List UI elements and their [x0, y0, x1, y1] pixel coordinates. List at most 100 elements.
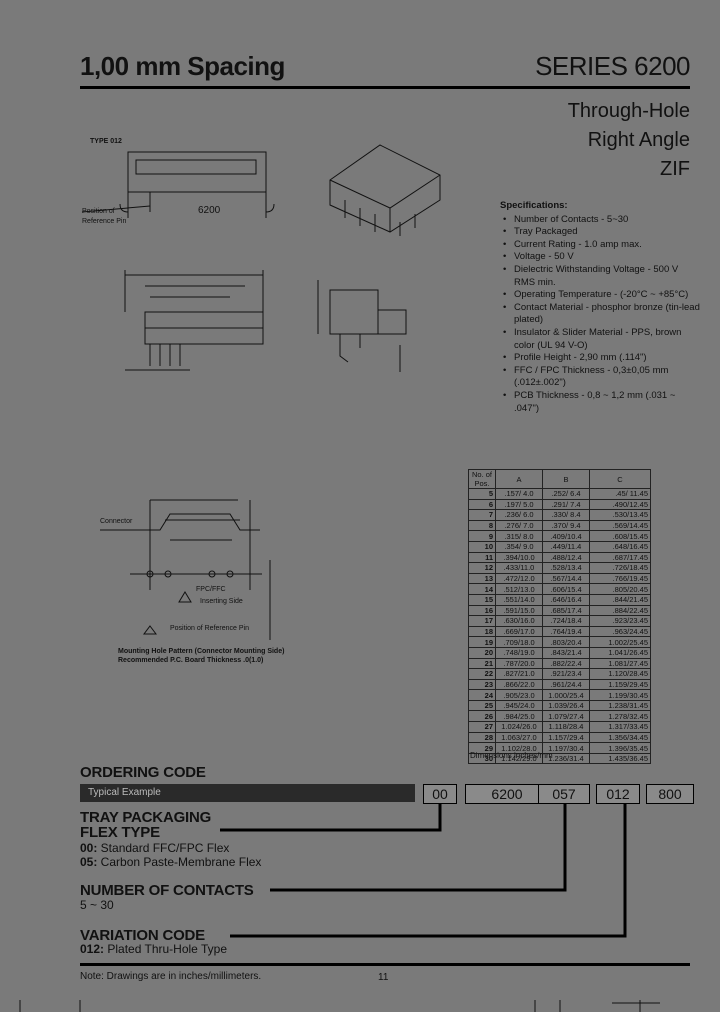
series-title: SERIES 6200	[535, 51, 690, 81]
table-cell: 28	[468, 731, 496, 744]
table-cell: 8	[468, 519, 496, 532]
table-cell: .567/14.4	[542, 572, 590, 585]
table-row: 16.591/15.0.685/17.4.884/22.45	[468, 604, 651, 617]
footer-rule	[80, 963, 690, 966]
specifications-title: Specifications:	[500, 200, 568, 211]
footer-note: Note: Drawings are in inches/millimeters…	[80, 971, 262, 982]
table-row: 17.630/16.0.724/18.4.923/23.45	[468, 615, 651, 627]
table-row: 10.354/ 9.0.449/11.4.648/16.45	[468, 540, 651, 553]
table-cell: .805/20.45	[589, 583, 651, 595]
table-cell: .646/16.4	[542, 593, 590, 606]
code-box-variation: 012	[596, 784, 640, 804]
table-cell: 1.435/36.45	[589, 752, 651, 765]
code-box-packaging: 00	[423, 784, 457, 804]
header-rule	[80, 86, 690, 89]
table-cell: .961/24.4	[542, 678, 590, 691]
table-cell: .606/15.4	[542, 583, 590, 595]
table-row: 15.551/14.0.646/16.4.844/21.45	[468, 593, 651, 606]
table-cell: 16	[468, 604, 496, 617]
table-cell: .472/12.0	[495, 572, 543, 585]
recommended-thickness-label: Recommended P.C. Board Thickness .0(1.0)	[118, 657, 264, 664]
table-cell: .724/18.4	[542, 615, 590, 627]
table-cell: 18	[468, 625, 496, 638]
table-cell: .923/23.45	[589, 615, 651, 627]
table-cell: .687/17.45	[589, 551, 651, 564]
table-cell: .866/22.0	[495, 678, 543, 691]
table-cell: 27	[468, 721, 496, 733]
table-cell: .803/20.4	[542, 636, 590, 648]
table-cell: .630/16.0	[495, 615, 543, 627]
subtitle-through-hole: Through-Hole	[567, 100, 690, 122]
col-header: C	[589, 469, 651, 489]
table-cell: 5	[468, 488, 496, 500]
table-cell: .748/19.0	[495, 646, 543, 659]
position-label: Position of	[82, 208, 115, 215]
table-row: 13.472/12.0.567/14.4.766/19.45	[468, 572, 651, 585]
code-box-series: 6200	[465, 784, 549, 804]
table-cell: .551/14.0	[495, 593, 543, 606]
spec-item: Operating Temperature - (-20°C ~ +85°C)	[503, 289, 700, 302]
table-cell: 1.002/25.45	[589, 636, 651, 648]
table-cell: .276/ 7.0	[495, 519, 543, 532]
type-label: TYPE 012	[90, 138, 122, 145]
spec-item: Profile Height - 2,90 mm (.114")	[503, 352, 700, 365]
inserting-side-label: Inserting Side	[200, 598, 243, 605]
table-cell: .591/15.0	[495, 604, 543, 617]
table-cell: .984/25.0	[495, 710, 543, 723]
number-of-contacts-title: NUMBER OF CONTACTS	[80, 882, 254, 899]
table-cell: .827/21.0	[495, 668, 543, 680]
table-cell: 1.157/29.4	[542, 731, 590, 744]
table-cell: 17	[468, 615, 496, 627]
table-cell: 14	[468, 583, 496, 595]
table-cell: 1.396/35.45	[589, 742, 651, 754]
table-cell: .157/ 4.0	[495, 488, 543, 500]
table-cell: .963/24.45	[589, 625, 651, 638]
table-cell: 1.159/29.45	[589, 678, 651, 691]
dimension-table: No. of Pos. A B C 5.157/ 4.0.252/ 6.4.45…	[468, 469, 651, 765]
table-cell: .394/10.0	[495, 551, 543, 564]
col-header: No. of Pos.	[468, 469, 496, 489]
spec-item: Voltage - 50 V	[503, 251, 700, 264]
subtitle-zif: ZIF	[660, 158, 690, 180]
table-row: 12.433/11.0.528/13.4.726/18.45	[468, 562, 651, 574]
dimension-note: Dimensions inches/mm	[470, 751, 553, 760]
code-box-contacts: 057	[538, 784, 590, 804]
specifications: Specifications: Number of Contacts - 5~3…	[500, 200, 700, 415]
col-header: B	[542, 469, 590, 489]
ordering-code-title: ORDERING CODE	[80, 764, 206, 781]
mounting-pattern-label: Mounting Hole Pattern (Connector Mountin…	[118, 648, 285, 655]
spec-item: PCB Thickness - 0,8 ~ 1,2 mm (.031 ~ .04…	[503, 390, 700, 415]
table-cell: .685/17.4	[542, 604, 590, 617]
typical-example-bar: Typical Example	[80, 784, 415, 802]
table-cell: 13	[468, 572, 496, 585]
table-cell: .197/ 5.0	[495, 498, 543, 511]
table-cell: 1.278/32.45	[589, 710, 651, 723]
table-cell: .512/13.0	[495, 583, 543, 595]
table-cell: 1.317/33.45	[589, 721, 651, 733]
table-cell: .409/10.4	[542, 530, 590, 542]
tray-packaging-title: TRAY PACKAGING	[80, 809, 212, 826]
table-cell: 10	[468, 540, 496, 553]
spec-item: FFC / FPC Thickness - 0,3±0,05 mm (.012±…	[503, 365, 700, 390]
table-cell: 22	[468, 668, 496, 680]
spec-item: Tray Packaged	[503, 226, 700, 239]
spec-item: Number of Contacts - 5~30	[503, 214, 700, 227]
table-cell: .449/11.4	[542, 540, 590, 553]
front-view-slot	[135, 159, 257, 175]
front-view-body	[127, 151, 267, 193]
table-row: 8.276/ 7.0.370/ 9.4.569/14.45	[468, 519, 651, 532]
table-cell: 1.199/30.45	[589, 689, 651, 701]
table-cell: .905/23.0	[495, 689, 543, 701]
table-cell: 1.238/31.45	[589, 699, 651, 712]
table-cell: .648/16.45	[589, 540, 651, 553]
table-cell: 24	[468, 689, 496, 701]
table-cell: .370/ 9.4	[542, 519, 590, 532]
table-cell: .709/18.0	[495, 636, 543, 648]
table-row: 5.157/ 4.0.252/ 6.4.45/ 11.45	[468, 488, 651, 500]
table-row: 11.394/10.0.488/12.4.687/17.45	[468, 551, 651, 564]
flex-option-00: 00: Standard FFC/FPC Flex	[80, 841, 230, 855]
